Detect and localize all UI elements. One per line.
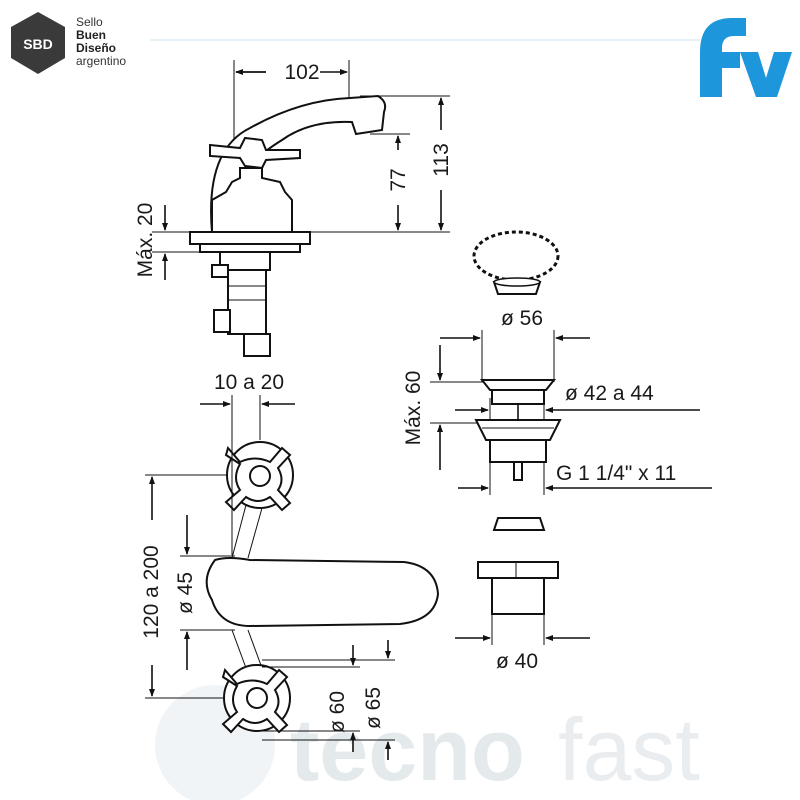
dim-handle-offset: 10 a 20 xyxy=(200,371,295,555)
watermark-light: fast xyxy=(558,700,700,799)
sbd-line-3: Diseño xyxy=(76,41,116,55)
dim-o56-label: ø 56 xyxy=(501,307,543,330)
drain-body xyxy=(474,379,562,615)
dim-max20-label: Máx. 20 xyxy=(134,203,157,278)
dim-o45-label: ø 45 xyxy=(174,572,197,614)
dim-spout-reach: 102 xyxy=(233,60,350,140)
dim-centers: 120 a 200 xyxy=(140,474,228,699)
dim-max-deck: Máx. 20 xyxy=(134,203,200,280)
chain-plug-icon xyxy=(472,230,560,295)
watermark: tecno fast xyxy=(155,685,700,800)
watermark-bold: tecno xyxy=(290,700,525,799)
dim-o60-label: ø 60 xyxy=(326,691,349,733)
hexagon-badge-icon xyxy=(11,12,65,74)
dim-10a20-label: 10 a 20 xyxy=(214,371,284,394)
faucet-plan-view xyxy=(205,441,440,734)
dim-max60-label: Máx. 60 xyxy=(402,371,425,446)
fv-logo-text: fv xyxy=(0,0,1,1)
dim-o42-label: ø 42 a 44 xyxy=(565,382,654,405)
dim-o40-label: ø 40 xyxy=(496,650,538,673)
dim-113-label: 113 xyxy=(430,143,453,176)
dim-base-dia: ø 45 xyxy=(174,515,235,670)
dim-thread-label: G 1 1/4" x 11 xyxy=(556,462,676,485)
dim-77-label: 77 xyxy=(387,168,410,191)
sbd-line-2: Buen xyxy=(76,28,106,42)
sbd-badge-text: SBD xyxy=(23,36,53,52)
dim-handle-dia: ø 60 ø 65 xyxy=(262,640,395,760)
dim-nut-dia: ø 40 xyxy=(455,614,590,673)
dim-o65-label: ø 65 xyxy=(362,687,385,729)
fv-logo-icon: fv xyxy=(0,0,792,97)
dim-heights: 113 77 xyxy=(310,95,453,233)
sbd-line-1: Sello xyxy=(76,15,103,29)
sbd-line-4: argentino xyxy=(76,54,126,68)
faucet-side-view xyxy=(189,94,387,357)
sbd-logo: SBD Sello Buen Diseño argentino xyxy=(11,12,126,74)
dim-120a200-label: 120 a 200 xyxy=(140,545,163,638)
dim-drain: Máx. 60 ø 42 a 44 G 1 1/4" x 11 xyxy=(402,330,712,495)
dim-102-label: 102 xyxy=(284,61,319,84)
